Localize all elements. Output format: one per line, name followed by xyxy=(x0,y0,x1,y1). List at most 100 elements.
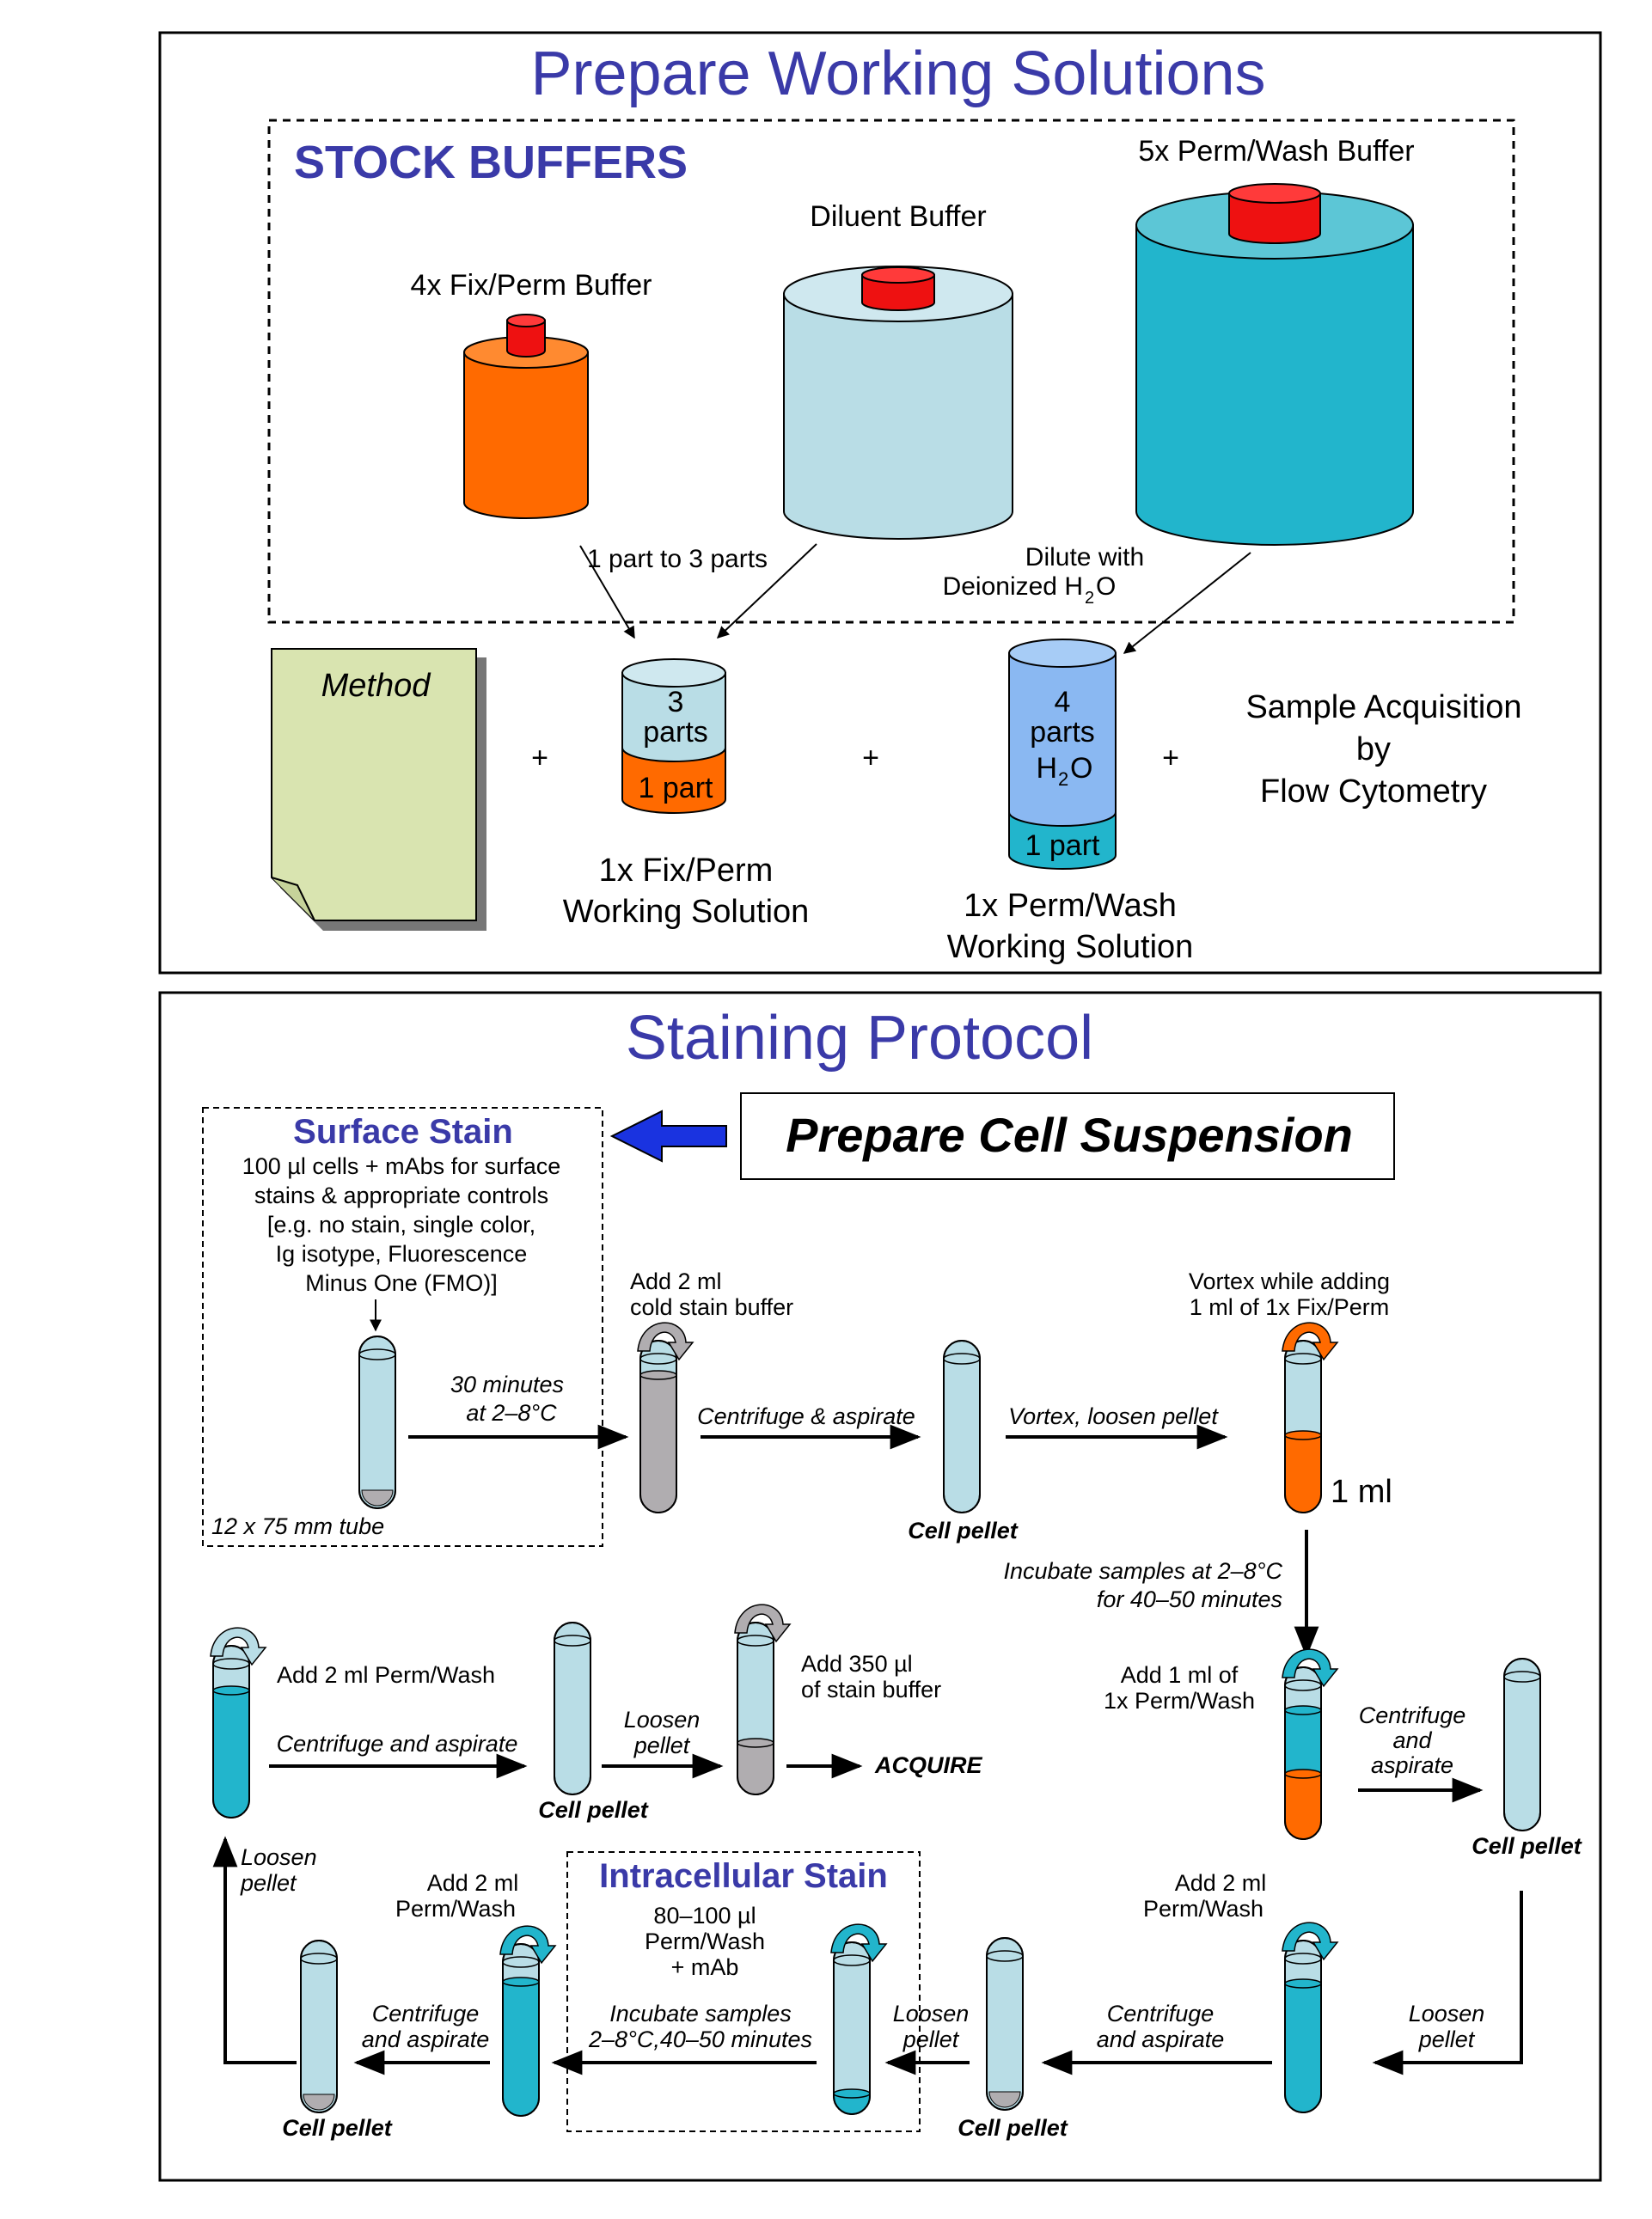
row1-add-line1: Add 2 ml xyxy=(630,1268,722,1294)
intracellular-stain-box xyxy=(566,1851,921,2132)
row2-add-2ml-pw: Add 2 ml Perm/Wash xyxy=(277,1662,495,1688)
test-tubes xyxy=(210,1322,1541,2117)
row2-centrifuge-aspirate: Centrifuge and aspirate xyxy=(277,1731,518,1757)
row2-add-pw-line1: Add 1 ml of xyxy=(1121,1662,1239,1688)
row3-loosen-left-line1: Loosen xyxy=(241,1844,317,1870)
pour-arrow-icon xyxy=(1282,1648,1339,1688)
row1-vortex-line1: Vortex while adding xyxy=(1189,1268,1390,1294)
stock-buffers-label: STOCK BUFFERS xyxy=(294,137,688,188)
row2-add-pw-line2: 1x Perm/Wash xyxy=(1104,1688,1255,1714)
tube-surface-stain xyxy=(358,1336,396,1509)
acquisition-line1: Sample Acquisition xyxy=(1245,689,1521,725)
tube-2ml-perm-wash xyxy=(210,1627,267,1819)
tube-cold-buffer xyxy=(637,1322,694,1513)
tube-size-label: 12 x 75 mm tube xyxy=(211,1513,384,1539)
surface-stain-line: 100 µl cells + mAbs for surface xyxy=(242,1153,560,1179)
perm-caption-line1: 1x Perm/Wash xyxy=(964,888,1177,924)
row3-add2ml-right-line2: Perm/Wash xyxy=(1143,1896,1263,1922)
fix-tube-top-line1: 3 xyxy=(668,686,684,718)
tube-cell-pellet-1 xyxy=(943,1340,981,1513)
tube-perm-wash-3 xyxy=(499,1925,557,2117)
tube-perm-wash-2 xyxy=(1282,1922,1339,2113)
prepare-cell-suspension-box xyxy=(740,1092,1395,1180)
row3-centrifuge-left-line2: and aspirate xyxy=(362,2026,490,2052)
perm-tube-bottom: 1 part xyxy=(1025,829,1100,862)
perm-tube-top-line1: 4 xyxy=(1055,686,1071,718)
acquisition-line2: by xyxy=(1356,731,1391,767)
row2-pellet-left: Cell pellet xyxy=(538,1797,649,1823)
row3-incubate-line1: Incubate samples xyxy=(609,2001,792,2026)
pour-arrow-icon xyxy=(499,1925,557,1965)
row3-loosen-mid-line1: Loosen xyxy=(893,2001,970,2026)
surface-stain-title: Surface Stain xyxy=(293,1113,513,1151)
left-arrow-icon xyxy=(609,1110,727,1163)
perm-wash-working-tube xyxy=(1008,639,1117,870)
row3-add2ml-right-line1: Add 2 ml xyxy=(1175,1870,1267,1896)
dilute-note-line1: Dilute with xyxy=(1025,543,1144,572)
perm-wash-bottle xyxy=(1135,183,1414,546)
top-panel-title: Prepare Working Solutions xyxy=(530,40,1265,108)
stock-buffers-box xyxy=(267,119,1515,624)
tube-stain-buffer xyxy=(734,1604,792,1795)
ratio-note: 1 part to 3 parts xyxy=(587,545,768,573)
fix-perm-buffer-label: 4x Fix/Perm Buffer xyxy=(411,269,652,302)
surface-stain-box xyxy=(202,1107,603,1547)
row3-add2ml-left-line2: Perm/Wash xyxy=(395,1896,516,1922)
surface-stain-line: Minus One (FMO)] xyxy=(305,1270,498,1296)
bottom-panel-frame xyxy=(158,991,1602,2182)
surface-stain-line: Ig isotype, Fluorescence xyxy=(276,1241,528,1267)
row3-loosen-right-line1: Loosen xyxy=(1409,2001,1485,2026)
row2-centrifuge-line3: aspirate xyxy=(1371,1752,1453,1778)
tube-cell-pellet-3 xyxy=(554,1622,591,1795)
row2-loosen-line2: pellet xyxy=(633,1733,691,1758)
tube-intracellular xyxy=(830,1923,888,2115)
perm-tube-top-tail: O xyxy=(1070,752,1092,785)
row1-add-line2: cold stain buffer xyxy=(630,1294,793,1320)
row2-pellet-right: Cell pellet xyxy=(1472,1833,1582,1859)
intra-line1: 80–100 µl xyxy=(653,1903,756,1929)
incubate-line1: Incubate samples at 2–8°C xyxy=(1004,1558,1283,1584)
row3-loosen-left-line2: pellet xyxy=(240,1870,297,1896)
row3-pellet-mid: Cell pellet xyxy=(958,2115,1068,2141)
plus-2: + xyxy=(862,742,879,774)
row3-incubate-line2: 2–8°C,40–50 minutes xyxy=(588,2026,812,2052)
pour-arrow-icon xyxy=(1282,1322,1339,1361)
pour-arrow-icon xyxy=(1282,1922,1339,1961)
row2-centrifuge-line2: and xyxy=(1392,1727,1432,1753)
fix-perm-bottle xyxy=(463,314,589,519)
tube-cell-pellet-5 xyxy=(300,1940,338,2113)
fix-tube-bottom: 1 part xyxy=(639,772,713,804)
perm-caption-line2: Working Solution xyxy=(947,929,1194,965)
fix-tube-top-line2: parts xyxy=(643,716,708,749)
bottom-panel-title: Staining Protocol xyxy=(626,1004,1093,1073)
method-label: Method xyxy=(321,668,432,704)
dilute-note-tail: O xyxy=(1096,572,1116,601)
row1-step1-line2: at 2–8°C xyxy=(466,1400,557,1426)
surface-stain-line: stains & appropriate controls xyxy=(254,1183,548,1208)
row2-acquire: ACQUIRE xyxy=(874,1752,982,1778)
perm-tube-top-line3: H xyxy=(1036,752,1057,785)
row1-volume: 1 ml xyxy=(1331,1474,1392,1510)
plus-3: + xyxy=(1162,742,1179,774)
method-document-icon xyxy=(271,648,486,931)
diluent-buffer-label: Diluent Buffer xyxy=(810,200,986,233)
fix-perm-working-tube xyxy=(621,658,726,814)
dilute-note-sub: 2 xyxy=(1085,589,1094,608)
diluent-bottle xyxy=(783,266,1013,540)
row3-centrifuge-left-line1: Centrifuge xyxy=(372,2001,480,2026)
fix-caption-line2: Working Solution xyxy=(563,894,810,930)
row2-centrifuge-line1: Centrifuge xyxy=(1359,1702,1466,1728)
intra-line3: + mAb xyxy=(671,1954,739,1980)
row1-step3: Vortex, loosen pellet xyxy=(1008,1403,1219,1429)
row3-loosen-mid-line2: pellet xyxy=(902,2026,960,2052)
pour-arrow-icon xyxy=(830,1923,888,1963)
tube-perm-wash-1 xyxy=(1282,1648,1339,1840)
row3-centrifuge-right-line2: and aspirate xyxy=(1097,2026,1225,2052)
row2-add350-line2: of stain buffer xyxy=(801,1677,941,1702)
row2-loosen-line1: Loosen xyxy=(624,1707,701,1733)
perm-tube-top-line2: parts xyxy=(1030,716,1095,749)
plus-1: + xyxy=(531,742,548,774)
row3-loosen-right-line2: pellet xyxy=(1418,2026,1476,2052)
tube-cell-pellet-4 xyxy=(986,1937,1024,2111)
